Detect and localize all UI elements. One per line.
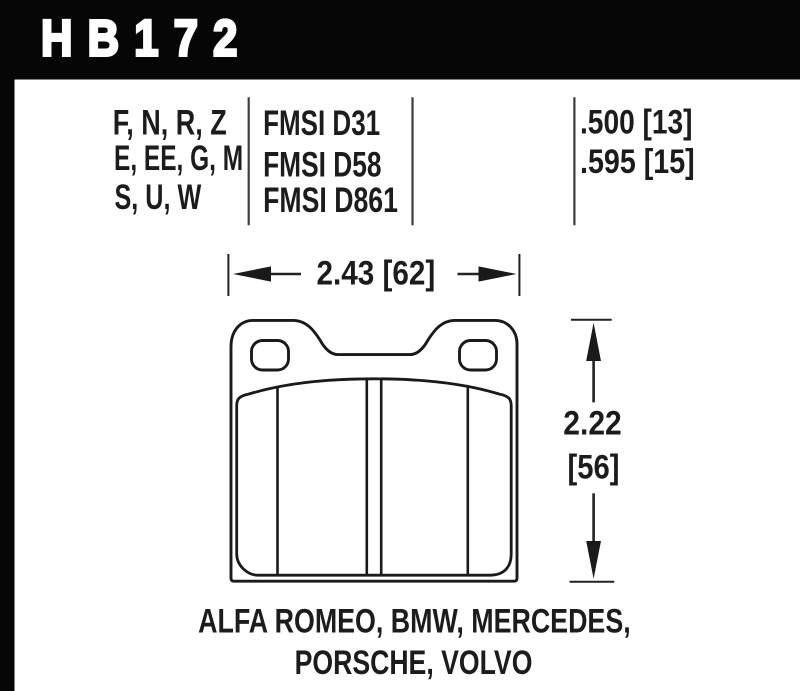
svg-text:2.22: 2.22	[563, 404, 621, 442]
svg-text:S, U, W: S, U, W	[115, 178, 202, 217]
svg-text:E, EE, G, M: E, EE, G, M	[114, 140, 243, 178]
svg-text:.500 [13]: .500 [13]	[580, 103, 693, 141]
svg-text:[56]: [56]	[568, 447, 620, 486]
svg-text:HB172: HB172	[41, 11, 253, 68]
svg-text:ALFA ROMEO, BMW, MERCEDES,: ALFA ROMEO, BMW, MERCEDES,	[198, 603, 631, 641]
svg-text:2.43 [62]: 2.43 [62]	[317, 254, 436, 292]
svg-text:F, N, R, Z: F, N, R, Z	[113, 103, 227, 142]
svg-text:.595 [15]: .595 [15]	[580, 143, 695, 181]
svg-text:FMSI D861: FMSI D861	[263, 181, 398, 220]
svg-text:PORSCHE, VOLVO: PORSCHE, VOLVO	[295, 644, 533, 682]
svg-text:FMSI D31: FMSI D31	[263, 103, 380, 143]
svg-text:FMSI D58: FMSI D58	[263, 145, 381, 185]
